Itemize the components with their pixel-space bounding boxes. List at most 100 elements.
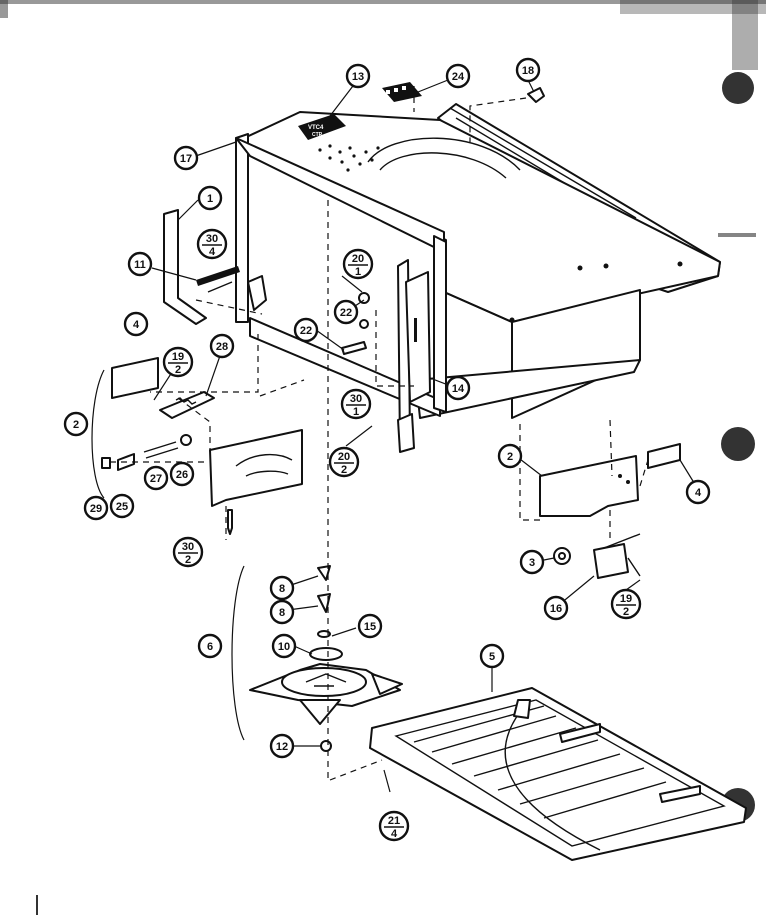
- callout-c20_1: 201: [342, 248, 374, 280]
- callout-quantity: 2: [341, 464, 347, 476]
- callout-number: 19: [620, 593, 632, 605]
- callout-number: 30: [182, 541, 194, 553]
- callout-circle: [515, 57, 541, 83]
- callout-circle: [345, 63, 371, 89]
- callout-c1: 1: [197, 185, 223, 211]
- callout-number: 20: [352, 253, 364, 265]
- part-4-right: [647, 443, 681, 469]
- callout-c12: 12: [269, 733, 295, 759]
- callout-number: 21: [388, 815, 400, 827]
- label-plate-text-2: CTR: [312, 132, 323, 138]
- switch-assembly: [539, 443, 681, 579]
- stirrer-fan-assembly: [249, 565, 403, 752]
- part-26: [180, 434, 192, 446]
- callout-circle: [209, 333, 235, 359]
- callout-number: 14: [452, 383, 465, 395]
- callout-c30_4: 304: [196, 228, 228, 260]
- callout-quantity: 1: [353, 406, 359, 418]
- callout-circle: [293, 317, 319, 343]
- callout-number: 30: [350, 393, 362, 405]
- callout-circle: [378, 810, 410, 842]
- part-11-strip: [196, 266, 240, 293]
- callout-c28: 28: [209, 333, 235, 359]
- callout-c6: 6: [197, 633, 223, 659]
- callout-number: 4: [133, 319, 140, 331]
- cavity-box: [235, 111, 721, 419]
- callout-circle: [269, 599, 295, 625]
- callout-number: 19: [172, 351, 184, 363]
- callout-number: 13: [352, 71, 364, 83]
- callout-circle: [328, 446, 360, 478]
- callout-circle: [519, 549, 545, 575]
- callout-number: 6: [207, 641, 213, 653]
- part-16-switch: [593, 543, 629, 579]
- callout-circle: [169, 461, 195, 487]
- callout-c10: 10: [271, 633, 297, 659]
- callout-circle: [197, 185, 223, 211]
- assembly-dashed-lines: [110, 86, 649, 781]
- door-latch-assembly: [101, 357, 303, 535]
- callout-c29: 29: [83, 495, 109, 521]
- callout-circle: [269, 733, 295, 759]
- part-24-connector: [382, 82, 422, 102]
- callout-c14: 14: [445, 375, 471, 401]
- part-5-shelf: [369, 687, 747, 861]
- callout-circle: [109, 493, 135, 519]
- callout-labels: 1223445688101112131415161718222224252627…: [63, 57, 711, 842]
- callout-c27: 27: [143, 465, 169, 491]
- callout-c18: 18: [515, 57, 541, 83]
- callout-number: 17: [180, 153, 192, 165]
- callout-circle: [497, 443, 523, 469]
- callout-quantity: 2: [175, 364, 181, 376]
- callout-circle: [610, 588, 642, 620]
- part-14-hinge-bracket: [397, 259, 431, 453]
- callout-circle: [342, 248, 374, 280]
- callout-circle: [63, 411, 89, 437]
- callout-circle: [197, 633, 223, 659]
- callout-circle: [333, 299, 359, 325]
- callout-c8b: 8: [269, 599, 295, 625]
- callout-number: 8: [279, 583, 285, 595]
- callout-circle: [340, 388, 372, 420]
- callout-number: 2: [73, 419, 79, 431]
- callout-circle: [445, 63, 471, 89]
- callout-circle: [127, 251, 153, 277]
- callout-number: 22: [300, 325, 312, 337]
- interior-screws: [341, 292, 370, 355]
- callout-number: 12: [276, 741, 288, 753]
- callout-c13: 13: [345, 63, 371, 89]
- callout-circle: [123, 311, 149, 337]
- callout-circle: [172, 536, 204, 568]
- punch-hole-top: [722, 72, 754, 104]
- callout-quantity: 2: [185, 554, 191, 566]
- callout-c2a: 2: [63, 411, 89, 437]
- callout-c8a: 8: [269, 575, 295, 601]
- punch-hole-middle: [721, 427, 755, 461]
- part-1-bracket: [163, 209, 207, 325]
- callout-c26: 26: [169, 461, 195, 487]
- callout-number: 5: [489, 651, 495, 663]
- latch-hook: [247, 275, 267, 311]
- callout-circle: [173, 145, 199, 171]
- callout-circle: [685, 479, 711, 505]
- callout-c20_2: 202: [328, 446, 360, 478]
- callout-number: 3: [529, 557, 535, 569]
- callout-number: 4: [695, 487, 702, 499]
- callout-c21_4: 214: [378, 810, 410, 842]
- callout-number: 15: [364, 621, 376, 633]
- callout-circle: [269, 575, 295, 601]
- callout-quantity: 1: [355, 266, 361, 278]
- callout-c24: 24: [445, 63, 471, 89]
- callout-c22b: 22: [293, 317, 319, 343]
- callout-c5: 5: [479, 643, 505, 669]
- callout-number: 28: [216, 341, 228, 353]
- callout-c2b: 2: [497, 443, 523, 469]
- callout-number: 25: [116, 501, 128, 513]
- callout-number: 8: [279, 607, 285, 619]
- callout-number: 16: [550, 603, 562, 615]
- callout-c4b: 4: [685, 479, 711, 505]
- callout-circle: [479, 643, 505, 669]
- callout-number: 22: [340, 307, 352, 319]
- callout-c19_2b: 192: [610, 588, 642, 620]
- callout-c3: 3: [519, 549, 545, 575]
